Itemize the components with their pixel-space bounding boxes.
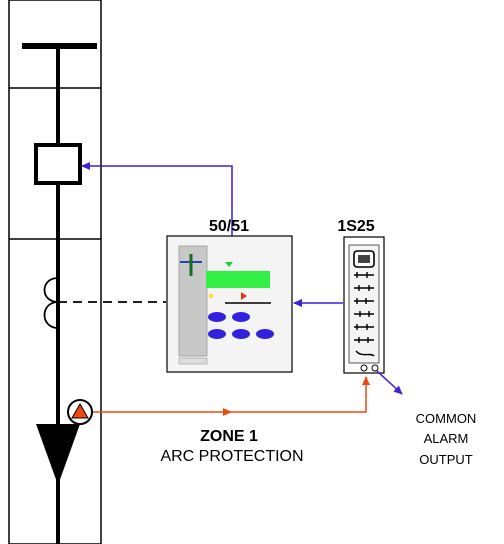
relay-bottom-strip [178, 357, 208, 365]
alarm-label-line1: COMMON [416, 411, 477, 426]
red-arrow-icon [241, 292, 247, 300]
relay-key-button [208, 312, 226, 322]
relay-key-button [232, 312, 250, 322]
sensor-wire-segment [229, 376, 370, 413]
cross-marker-icon [180, 254, 202, 276]
triangle-indicator-icon [225, 262, 233, 267]
yellow-led-icon [209, 294, 213, 298]
arc-sensor-icon [67, 399, 93, 425]
terminal-row [354, 285, 374, 291]
terminal-row [355, 350, 375, 357]
overcurrent-relay [166, 235, 293, 373]
alarm-output-line [376, 370, 403, 395]
sensor-input-connector [360, 364, 368, 372]
alarm-label-line2: ALARM [424, 431, 469, 446]
arc-protection-unit [343, 236, 385, 374]
terminal-row [354, 272, 374, 278]
load-arrow [36, 424, 80, 485]
arc-unit-label: 1S25 [337, 218, 374, 235]
terminal-row [354, 298, 374, 304]
zone-title: ZONE 1 [200, 428, 258, 445]
relay-keypad [208, 312, 274, 339]
alarm-label-line3: OUTPUT [419, 452, 473, 467]
circuit-breaker [34, 143, 82, 185]
trip-wire [81, 162, 233, 237]
terminal-row [354, 324, 374, 330]
terminal-row [354, 337, 374, 343]
relay-display [206, 271, 270, 288]
relay-key-button [232, 329, 250, 339]
arc-unit-terminals [354, 272, 375, 357]
terminal-row [354, 311, 374, 317]
relay-key-button [256, 329, 274, 339]
relay-side-panel [178, 245, 208, 357]
relay-key-button [208, 329, 226, 339]
zone-subtitle: ARC PROTECTION [160, 448, 303, 465]
relay-label: 50/51 [209, 218, 249, 235]
alarm-output-connector [371, 364, 379, 372]
